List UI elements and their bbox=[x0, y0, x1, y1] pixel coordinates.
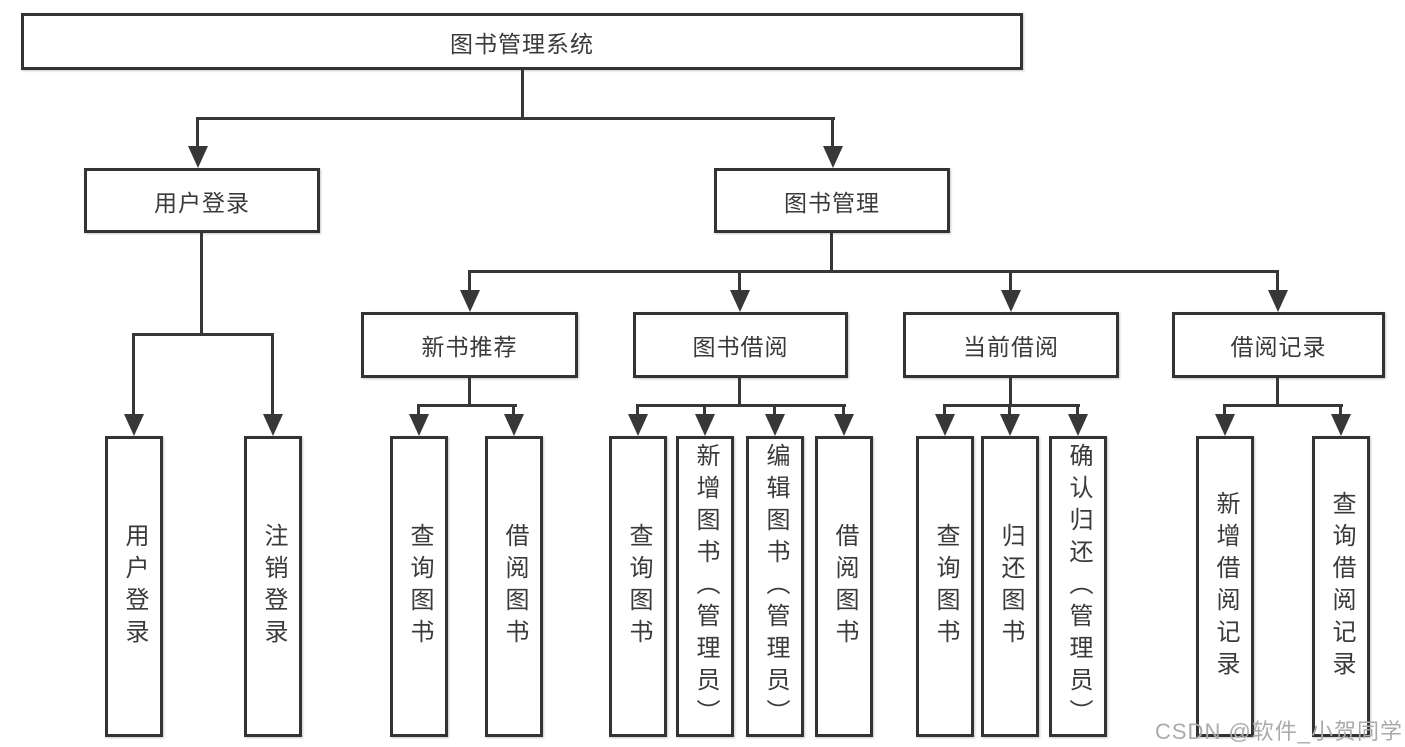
leaf-label: 查询图书 bbox=[406, 522, 433, 651]
connector-user-login-rail bbox=[132, 333, 274, 336]
arrowhead-down-icon bbox=[628, 414, 648, 436]
leaf-query-books-current: 查询图书 bbox=[916, 436, 974, 737]
connector-drop-leaf bbox=[1076, 404, 1079, 416]
leaf-borrow-books: 借阅图书 bbox=[815, 436, 873, 737]
connector-book-mgmt-rail bbox=[468, 270, 1279, 273]
arrowhead-down-icon bbox=[935, 414, 955, 436]
leaf-label: 确认归还（管理员） bbox=[1065, 442, 1092, 731]
connector-drop-leaf bbox=[636, 404, 639, 416]
leaf-edit-book-admin: 编辑图书（管理员） bbox=[746, 436, 804, 737]
connector-drop-leaf bbox=[417, 404, 420, 416]
arrowhead-down-icon bbox=[823, 146, 843, 168]
connector-drop-leaf bbox=[842, 404, 845, 416]
connector-drop-user-login bbox=[196, 117, 199, 147]
connector-book-mgmt-stem bbox=[830, 233, 833, 273]
connector-root-rail bbox=[196, 117, 835, 120]
node-label: 新书推荐 bbox=[421, 334, 518, 360]
arrowhead-down-icon bbox=[504, 414, 524, 436]
leaf-query-books-recommend: 查询图书 bbox=[390, 436, 448, 737]
arrowhead-down-icon bbox=[460, 290, 480, 312]
leaf-label: 借阅图书 bbox=[501, 522, 528, 651]
node-label: 用户登录 bbox=[154, 189, 250, 216]
arrowhead-down-icon bbox=[1068, 414, 1088, 436]
leaf-label: 查询图书 bbox=[625, 522, 652, 651]
arrowhead-down-icon bbox=[1268, 290, 1288, 312]
connector-drop-leaf bbox=[512, 404, 515, 416]
arrowhead-down-icon bbox=[1001, 290, 1021, 312]
arrowhead-down-icon bbox=[263, 414, 283, 436]
arrowhead-down-icon bbox=[124, 414, 144, 436]
node-book-management: 图书管理 bbox=[714, 168, 950, 233]
node-label: 借阅记录 bbox=[1230, 334, 1327, 360]
leaf-label: 注销登录 bbox=[260, 522, 287, 651]
connector-user-login-stem bbox=[200, 233, 203, 334]
leaf-label: 新增图书（管理员） bbox=[692, 442, 719, 731]
leaf-return-book: 归还图书 bbox=[981, 436, 1039, 737]
leaf-logout: 注销登录 bbox=[244, 436, 302, 737]
connector-drop-new-book bbox=[468, 270, 471, 292]
node-user-login: 用户登录 bbox=[84, 168, 320, 233]
connector-drop-leaf bbox=[773, 404, 776, 416]
node-borrow-records: 借阅记录 bbox=[1172, 312, 1385, 378]
connector-drop-leaf bbox=[1223, 404, 1226, 416]
node-library-management-system: 图书管理系统 bbox=[21, 13, 1023, 70]
leaf-label: 归还图书 bbox=[997, 522, 1024, 651]
connector-new-book-stem bbox=[468, 378, 471, 407]
leaf-add-borrow-record: 新增借阅记录 bbox=[1196, 436, 1254, 737]
connector-drop-borrow-records bbox=[1276, 270, 1279, 292]
connector-book-borrow-stem bbox=[738, 378, 741, 407]
leaf-query-books-borrow: 查询图书 bbox=[609, 436, 667, 737]
arrowhead-down-icon bbox=[765, 414, 785, 436]
node-label: 当前借阅 bbox=[963, 334, 1059, 360]
arrowhead-down-icon bbox=[834, 414, 854, 436]
connector-drop-current-borrow bbox=[1009, 270, 1012, 292]
connector-new-book-rail bbox=[417, 404, 517, 407]
connector-borrow-records-stem bbox=[1276, 378, 1279, 407]
leaf-user-login: 用户登录 bbox=[105, 436, 163, 737]
arrowhead-down-icon bbox=[409, 414, 429, 436]
connector-root-stem bbox=[521, 70, 524, 118]
connector-book-borrow-rail bbox=[636, 404, 846, 407]
node-label: 图书借阅 bbox=[692, 334, 789, 360]
leaf-label: 查询借阅记录 bbox=[1328, 490, 1355, 683]
leaf-confirm-return-admin: 确认归还（管理员） bbox=[1049, 436, 1107, 737]
leaf-label: 查询图书 bbox=[932, 522, 959, 651]
connector-drop-leaf bbox=[1008, 404, 1011, 416]
connector-drop-leaf bbox=[703, 404, 706, 416]
arrowhead-down-icon bbox=[1215, 414, 1235, 436]
connector-drop-book-management bbox=[831, 117, 834, 147]
leaf-label: 编辑图书（管理员） bbox=[762, 442, 789, 731]
arrowhead-down-icon bbox=[730, 290, 750, 312]
leaf-label: 用户登录 bbox=[121, 522, 148, 651]
connector-drop-leaf bbox=[1339, 404, 1342, 416]
connector-drop-leaf bbox=[943, 404, 946, 416]
leaf-label: 借阅图书 bbox=[831, 522, 858, 651]
node-book-borrow: 图书借阅 bbox=[633, 312, 848, 378]
leaf-label: 新增借阅记录 bbox=[1212, 490, 1239, 683]
connector-drop-book-borrow bbox=[738, 270, 741, 292]
leaf-borrow-books-recommend: 借阅图书 bbox=[485, 436, 543, 737]
arrowhead-down-icon bbox=[695, 414, 715, 436]
connector-drop-leaf bbox=[132, 333, 135, 415]
node-label: 图书管理系统 bbox=[450, 30, 594, 57]
connector-current-borrow-rail bbox=[943, 404, 1080, 407]
node-current-borrow: 当前借阅 bbox=[903, 312, 1119, 378]
leaf-add-book-admin: 新增图书（管理员） bbox=[676, 436, 734, 737]
connector-current-borrow-stem bbox=[1009, 378, 1012, 407]
node-label: 图书管理 bbox=[784, 189, 880, 216]
csdn-watermark: CSDN @软件_小贺同学 bbox=[1155, 719, 1404, 744]
arrowhead-down-icon bbox=[1000, 414, 1020, 436]
connector-drop-leaf bbox=[271, 333, 274, 415]
arrowhead-down-icon bbox=[1331, 414, 1351, 436]
node-new-book-recommend: 新书推荐 bbox=[361, 312, 578, 378]
connector-borrow-records-rail bbox=[1223, 404, 1343, 407]
arrowhead-down-icon bbox=[188, 146, 208, 168]
leaf-query-borrow-record: 查询借阅记录 bbox=[1312, 436, 1370, 737]
